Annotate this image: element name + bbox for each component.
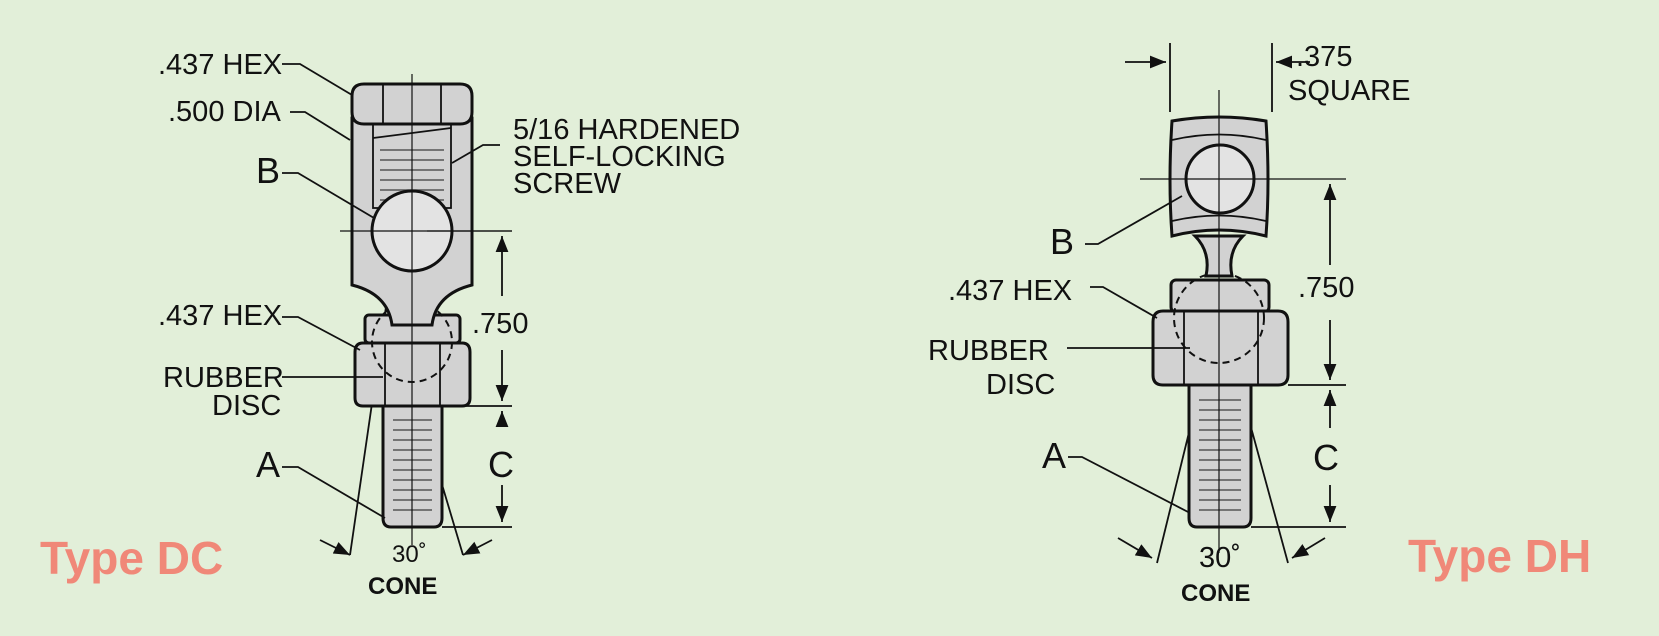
dc-b-label: B: [256, 150, 280, 191]
dc-dia-label: .500 DIA: [168, 96, 281, 128]
dh-cone-label: CONE: [1181, 580, 1250, 607]
dh-b-label: B: [1050, 221, 1074, 262]
dh-dimensions: [1117, 184, 1346, 559]
dc-c-label: C: [488, 444, 514, 485]
dc-a-label: A: [256, 444, 280, 485]
dh-angle-label: 30˚: [1199, 542, 1241, 574]
dc-hex-top-label: .437 HEX: [158, 49, 282, 81]
dc-rubber-label-2: DISC: [212, 390, 281, 422]
type-dh-drawing: .375 SQUARE B .437 HEX .750 RUBBER DISC …: [928, 41, 1591, 607]
dc-hex-mid-label: .437 HEX: [158, 300, 282, 332]
dc-dimensions: [319, 230, 512, 556]
dc-screw-label-1: 5/16 HARDENED: [513, 114, 740, 146]
dh-hex-nut: [1151, 272, 1290, 387]
type-dc-title: Type DC: [40, 532, 223, 584]
dh-rubber-label-2: DISC: [986, 369, 1055, 401]
dh-square-label-1: .375: [1296, 41, 1352, 73]
dh-a-label: A: [1042, 435, 1066, 476]
dc-dim-750: .750: [472, 308, 528, 340]
dc-angle-label: 30˚: [392, 541, 427, 568]
dh-square-label-2: SQUARE: [1288, 75, 1410, 107]
dc-screw-label-3: SCREW: [513, 168, 622, 200]
dc-cone-label: CONE: [368, 573, 437, 600]
dh-leaders: [1067, 195, 1191, 514]
dc-rubber-label-1: RUBBER: [163, 362, 284, 394]
dh-c-label: C: [1313, 437, 1339, 478]
dc-screw-label-2: SELF-LOCKING: [513, 141, 726, 173]
dh-dim-750: .750: [1298, 272, 1354, 304]
dh-threaded-stud: [1187, 383, 1253, 529]
type-dh-title: Type DH: [1408, 530, 1591, 582]
dh-rubber-label-1: RUBBER: [928, 335, 1049, 367]
type-dc-drawing: .437 HEX .500 DIA 5/16 HARDENED SELF-LOC…: [40, 49, 740, 600]
dh-hex-label: .437 HEX: [948, 275, 1072, 307]
dc-leaders: [282, 63, 500, 519]
dh-square-dimension: [1125, 43, 1310, 112]
